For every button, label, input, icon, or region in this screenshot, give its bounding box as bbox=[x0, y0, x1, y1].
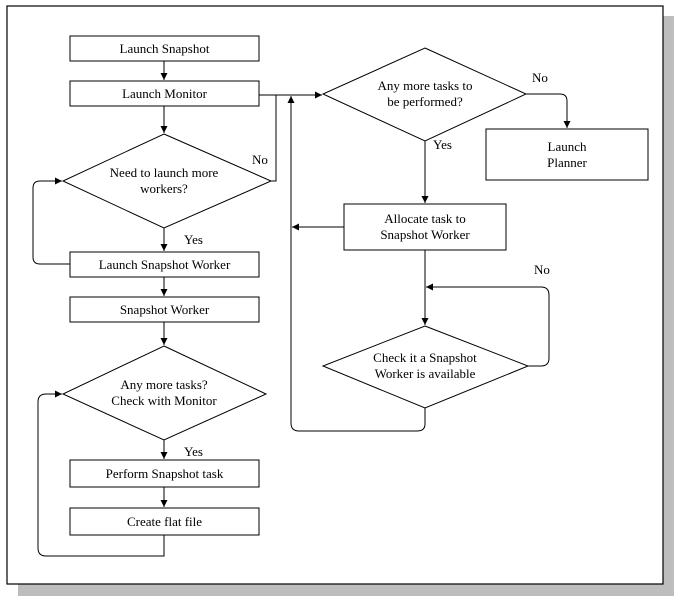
node-create-flat-file-label: Create flat file bbox=[127, 514, 202, 529]
node-allocate-task-line1: Allocate task to bbox=[384, 211, 466, 226]
node-create-flat-file: Create flat file bbox=[69, 507, 260, 536]
label-monitor-yes: Yes bbox=[433, 137, 452, 152]
decision-any-more-tasks: Any more tasks? Check with Monitor bbox=[61, 345, 268, 441]
node-launch-monitor-label: Launch Monitor bbox=[122, 86, 208, 101]
edge-monitor-no-to-planner bbox=[526, 93, 571, 128]
node-snapshot-worker-label: Snapshot Worker bbox=[120, 302, 210, 317]
decision-any-more-tasks-line1: Any more tasks? bbox=[120, 377, 208, 392]
node-allocate-task: Allocate task to Snapshot Worker bbox=[343, 203, 507, 251]
node-launch-planner-line1: Launch bbox=[548, 139, 587, 154]
label-need-launch-yes: Yes bbox=[184, 232, 203, 247]
decision-monitor-more-tasks: Any more tasks to be performed? bbox=[321, 47, 528, 142]
node-launch-snapshot-worker: Launch Snapshot Worker bbox=[69, 251, 260, 278]
decision-check-worker-available: Check it a Snapshot Worker is available bbox=[321, 325, 530, 409]
node-perform-snapshot-task: Perform Snapshot task bbox=[69, 459, 260, 488]
edge-launch-worker-loop bbox=[32, 177, 70, 265]
node-allocate-task-line2: Snapshot Worker bbox=[380, 227, 470, 242]
node-launch-planner: Launch Planner bbox=[485, 128, 649, 181]
decision-check-worker-line1: Check it a Snapshot bbox=[373, 350, 477, 365]
decision-any-more-tasks-line2: Check with Monitor bbox=[111, 393, 217, 408]
label-need-launch-no: No bbox=[252, 152, 268, 167]
decision-need-launch-line2: workers? bbox=[140, 181, 188, 196]
label-monitor-no: No bbox=[532, 70, 548, 85]
node-launch-snapshot-label: Launch Snapshot bbox=[120, 41, 210, 56]
edge-check-no-loop bbox=[426, 283, 550, 367]
node-launch-monitor: Launch Monitor bbox=[69, 80, 260, 107]
node-perform-snapshot-task-label: Perform Snapshot task bbox=[106, 466, 224, 481]
edge-check-yes-back bbox=[287, 96, 426, 432]
decision-monitor-more-tasks-line2: be performed? bbox=[387, 94, 463, 109]
node-launch-planner-line2: Planner bbox=[547, 155, 587, 170]
decision-need-launch-line1: Need to launch more bbox=[110, 165, 219, 180]
label-any-more-yes: Yes bbox=[184, 444, 203, 459]
label-check-no: No bbox=[534, 262, 550, 277]
edge-flat-file-loop bbox=[37, 390, 165, 557]
node-launch-snapshot: Launch Snapshot bbox=[69, 35, 260, 62]
node-launch-snapshot-worker-label: Launch Snapshot Worker bbox=[99, 257, 231, 272]
decision-check-worker-line2: Worker is available bbox=[375, 366, 476, 381]
edge-need-launch-no bbox=[271, 95, 277, 182]
node-snapshot-worker: Snapshot Worker bbox=[69, 296, 260, 323]
decision-monitor-more-tasks-line1: Any more tasks to bbox=[378, 78, 473, 93]
connectors bbox=[32, 61, 571, 557]
